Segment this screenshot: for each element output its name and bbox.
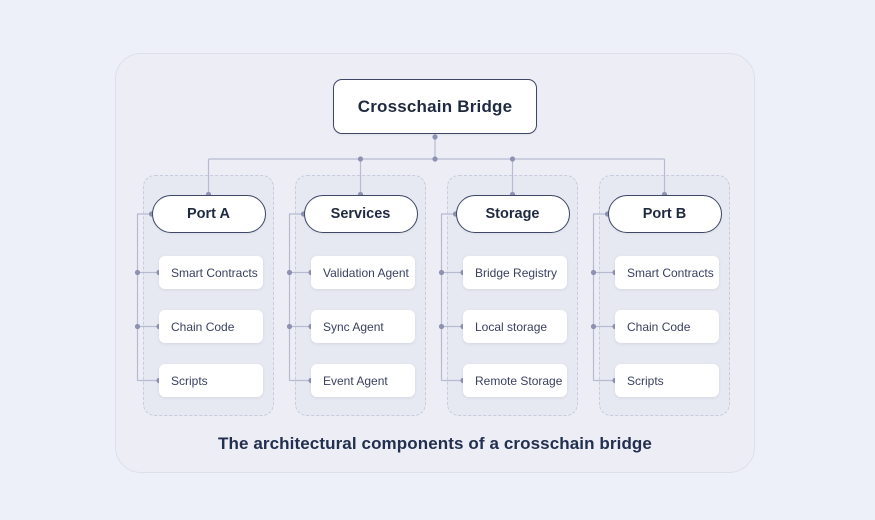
node-storage-item-2: Local storage bbox=[463, 310, 567, 343]
node-storage-item-1: Bridge Registry bbox=[463, 256, 567, 289]
diagram-caption: The architectural components of a crossc… bbox=[218, 434, 652, 453]
group-title-port-b: Port B bbox=[607, 195, 722, 233]
node-port-a-item-1: Smart Contracts bbox=[159, 256, 263, 289]
node-services-item-3: Event Agent bbox=[311, 364, 415, 397]
node-port-b-item-3: Scripts bbox=[615, 364, 719, 397]
node-port-b-item-1: Smart Contracts bbox=[615, 256, 719, 289]
node-port-b-item-2: Chain Code bbox=[615, 310, 719, 343]
group-title-storage: Storage bbox=[455, 195, 570, 233]
node-services-item-2: Sync Agent bbox=[311, 310, 415, 343]
group-title-services: Services bbox=[303, 195, 418, 233]
node-port-a-item-3: Scripts bbox=[159, 364, 263, 397]
group-title-port-a: Port A bbox=[151, 195, 266, 233]
node-storage-item-3: Remote Storage bbox=[463, 364, 567, 397]
node-port-a-item-2: Chain Code bbox=[159, 310, 263, 343]
root-node: Crosschain Bridge bbox=[333, 79, 537, 134]
node-services-item-1: Validation Agent bbox=[311, 256, 415, 289]
